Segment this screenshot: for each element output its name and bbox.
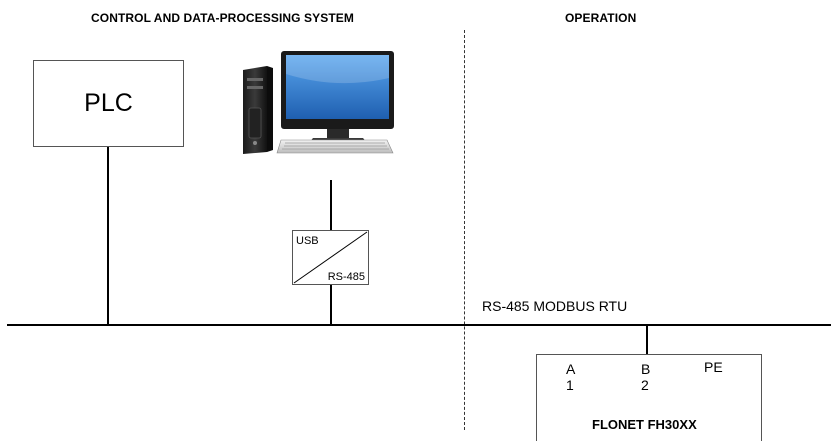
device-bus-connector — [646, 325, 648, 355]
bus-label: RS-485 MODBUS RTU — [482, 298, 628, 314]
converter-rs485-label: RS-485 — [327, 271, 365, 283]
control-system-heading: CONTROL AND DATA-PROCESSING SYSTEM — [91, 11, 354, 25]
plc-label: PLC — [84, 89, 133, 117]
converter-diagonal — [293, 231, 368, 284]
converter-bus-connector — [330, 285, 332, 325]
terminal-b-number: 2 — [641, 377, 649, 393]
converter-usb-label: USB — [296, 235, 319, 247]
monitor — [281, 51, 394, 143]
plc-box: PLC — [33, 60, 184, 147]
computer-converter-connector — [330, 180, 332, 230]
usb-rs485-converter: USB RS-485 — [292, 230, 369, 285]
flonet-device-box: A 1 B 2 PE FLONET FH30XX — [536, 354, 762, 441]
operation-heading: OPERATION — [565, 11, 637, 25]
section-divider — [464, 30, 465, 430]
terminal-a-number: 1 — [566, 377, 574, 393]
plc-bus-connector — [107, 147, 109, 325]
keyboard — [276, 139, 394, 154]
desktop-computer-icon — [237, 48, 399, 160]
tower-unit — [243, 66, 273, 154]
device-name: FLONET FH30XX — [592, 417, 697, 432]
terminal-pe-name: PE — [704, 359, 723, 375]
terminal-b-name: B — [641, 361, 651, 377]
terminal-a-name: A — [566, 361, 576, 377]
rs485-bus-line — [7, 324, 831, 326]
